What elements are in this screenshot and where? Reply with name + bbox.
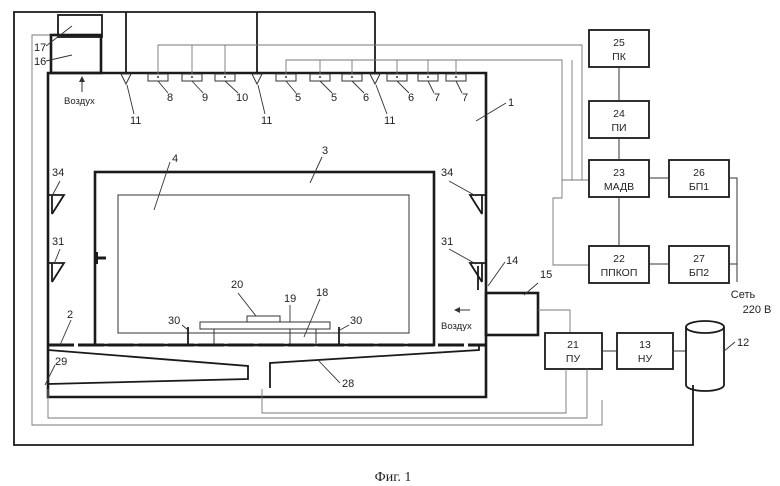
block-24: 24 ПИ bbox=[589, 101, 649, 138]
svg-text:2: 2 bbox=[67, 309, 73, 321]
pu-return-wire bbox=[262, 369, 566, 413]
sensor-bus-2 bbox=[286, 60, 562, 180]
platform-19 bbox=[200, 322, 330, 329]
svg-text:5: 5 bbox=[295, 92, 301, 104]
block-21: 21 ПУ bbox=[545, 333, 602, 369]
svg-text:7: 7 bbox=[434, 92, 440, 104]
sample-20 bbox=[247, 316, 280, 322]
drain-28 bbox=[270, 345, 479, 388]
svg-text:13: 13 bbox=[639, 339, 651, 351]
svg-text:29: 29 bbox=[55, 356, 67, 368]
svg-text:28: 28 bbox=[342, 378, 354, 390]
svg-text:БП2: БП2 bbox=[689, 267, 709, 279]
svg-text:31: 31 bbox=[441, 236, 453, 248]
svg-text:23: 23 bbox=[613, 167, 625, 179]
bracket-34-right bbox=[470, 195, 486, 214]
svg-text:8: 8 bbox=[167, 92, 173, 104]
svg-text:20: 20 bbox=[231, 279, 243, 291]
fan-15-wire bbox=[538, 310, 570, 333]
svg-text:7: 7 bbox=[462, 92, 468, 104]
svg-text:26: 26 bbox=[693, 167, 705, 179]
figure-caption: Фиг. 1 bbox=[375, 470, 412, 485]
top-sensors bbox=[148, 74, 466, 81]
sprinkler-11-b bbox=[252, 74, 262, 84]
air-arrow-right bbox=[454, 307, 470, 313]
svg-text:ППКОП: ППКОП bbox=[601, 267, 638, 279]
block-13: 13 НУ bbox=[617, 333, 673, 369]
chamber-4 bbox=[118, 195, 409, 333]
svg-text:БП1: БП1 bbox=[689, 181, 709, 193]
svg-text:12: 12 bbox=[737, 337, 749, 349]
svg-text:4: 4 bbox=[172, 153, 178, 165]
block-26: 26 БП1 bbox=[669, 160, 729, 197]
svg-text:11: 11 bbox=[384, 115, 395, 127]
svg-text:10: 10 bbox=[236, 92, 248, 104]
mains-label-2: 220 В bbox=[743, 304, 772, 316]
svg-text:3: 3 bbox=[322, 145, 328, 157]
svg-text:27: 27 bbox=[693, 253, 705, 265]
svg-text:16: 16 bbox=[34, 56, 46, 68]
block-27: 27 БП2 bbox=[669, 246, 729, 283]
drain-29 bbox=[48, 350, 248, 384]
svg-text:11: 11 bbox=[130, 115, 141, 127]
air-arrow-top bbox=[79, 76, 85, 92]
sprinkler-11-a bbox=[121, 74, 131, 84]
chamber-3 bbox=[95, 172, 434, 345]
svg-text:1: 1 bbox=[508, 97, 514, 109]
svg-text:5: 5 bbox=[331, 92, 337, 104]
svg-text:15: 15 bbox=[540, 269, 552, 281]
svg-text:ПИ: ПИ bbox=[611, 122, 626, 134]
svg-text:30: 30 bbox=[350, 315, 362, 327]
chamber-1-wall bbox=[101, 73, 486, 286]
svg-text:22: 22 bbox=[613, 253, 625, 265]
svg-text:25: 25 bbox=[613, 37, 625, 49]
svg-text:НУ: НУ bbox=[638, 353, 653, 365]
sprinkler-11-c bbox=[370, 74, 380, 84]
block-25: 25 ПК bbox=[589, 30, 649, 67]
mains-label-1: Сеть bbox=[731, 289, 756, 301]
block-22: 22 ППКОП bbox=[589, 246, 649, 283]
svg-text:14: 14 bbox=[506, 255, 518, 267]
ppkop-feed bbox=[553, 180, 589, 265]
svg-text:ПУ: ПУ bbox=[566, 353, 581, 365]
svg-text:19: 19 bbox=[284, 293, 296, 305]
svg-text:18: 18 bbox=[316, 287, 328, 299]
tank-12 bbox=[686, 321, 724, 391]
svg-text:ПК: ПК bbox=[612, 51, 627, 63]
svg-text:11: 11 bbox=[261, 115, 272, 127]
bracket-34-left bbox=[48, 195, 64, 214]
inner-loop bbox=[48, 369, 587, 418]
air-label-top: Воздух bbox=[64, 96, 95, 107]
block-23: 23 МАДВ bbox=[589, 160, 649, 197]
svg-text:34: 34 bbox=[441, 167, 453, 179]
svg-text:МАДВ: МАДВ bbox=[604, 181, 634, 193]
svg-text:31: 31 bbox=[52, 236, 64, 248]
fan-15 bbox=[486, 293, 538, 335]
svg-text:17: 17 bbox=[34, 42, 46, 54]
sensor-bus-1 bbox=[158, 45, 589, 180]
intake-16 bbox=[51, 35, 101, 73]
svg-text:6: 6 bbox=[408, 92, 414, 104]
svg-text:34: 34 bbox=[52, 167, 64, 179]
svg-text:6: 6 bbox=[363, 92, 369, 104]
air-label-right: Воздух bbox=[441, 321, 472, 332]
svg-text:21: 21 bbox=[567, 339, 579, 351]
bracket-31-left bbox=[48, 263, 64, 282]
svg-text:9: 9 bbox=[202, 92, 208, 104]
svg-text:24: 24 bbox=[613, 108, 625, 120]
svg-text:30: 30 bbox=[168, 315, 180, 327]
